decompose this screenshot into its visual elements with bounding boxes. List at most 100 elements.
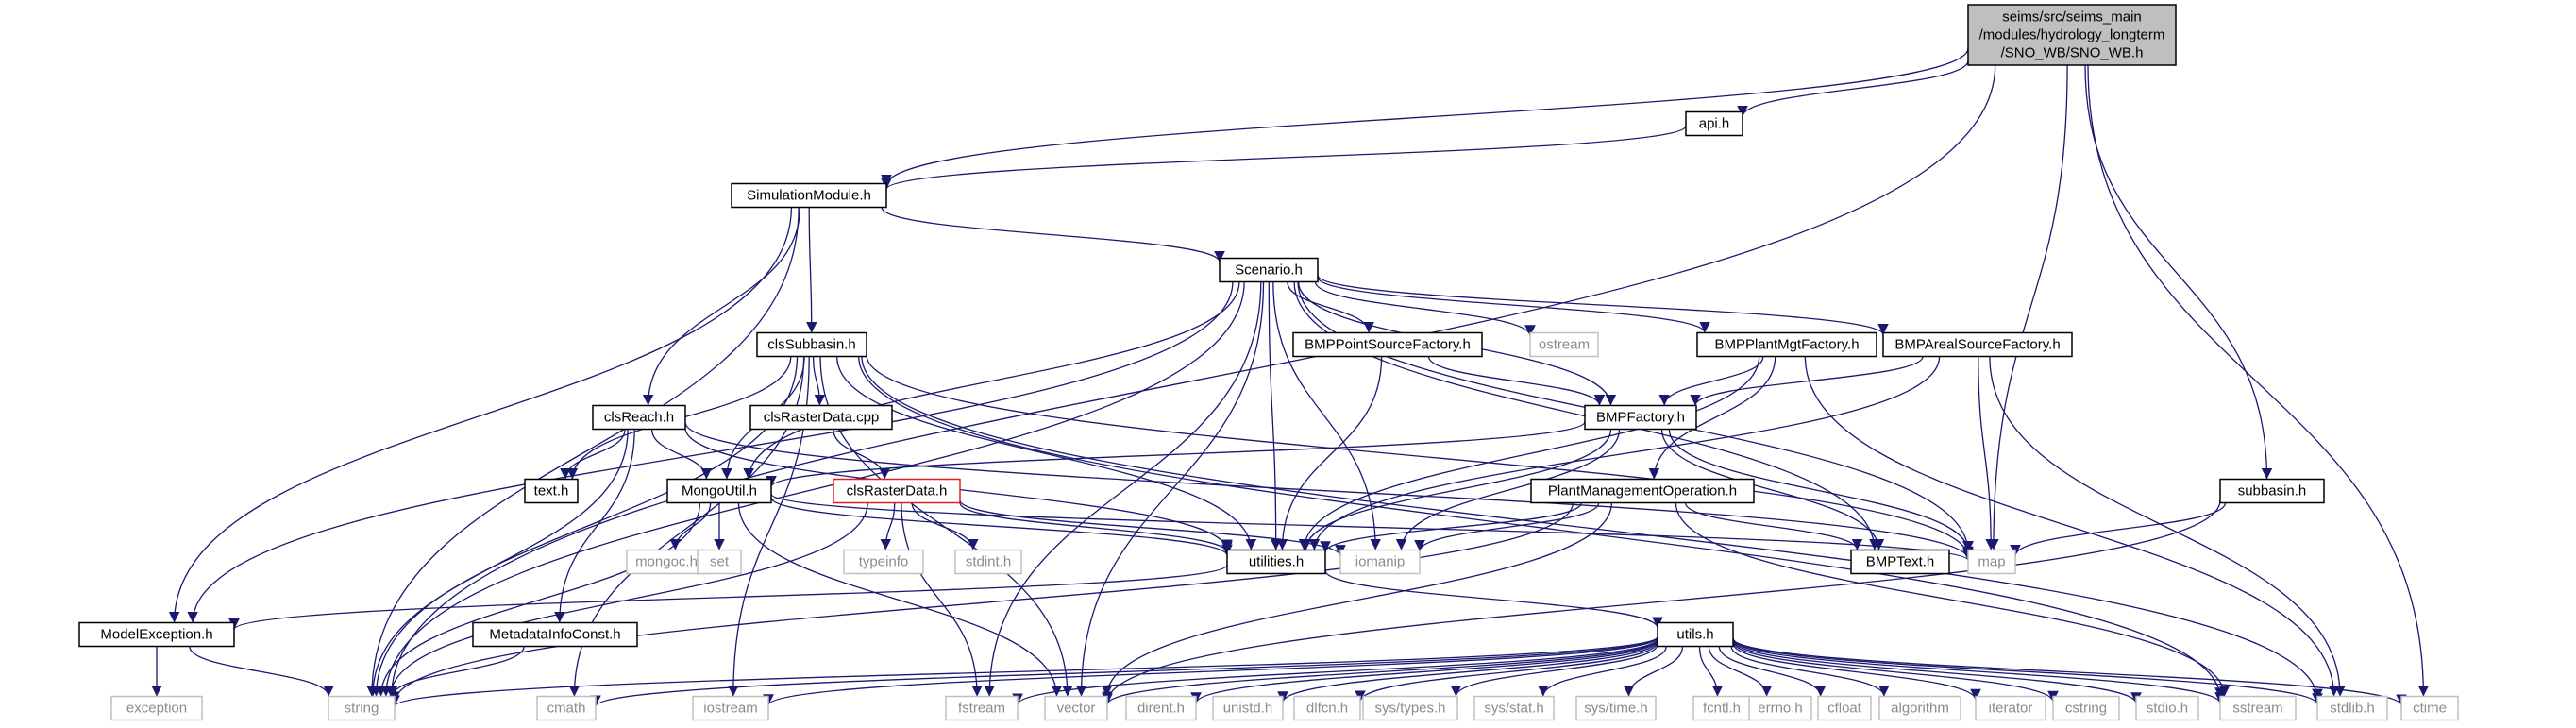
edge-mongo-to-util: [770, 497, 1233, 556]
node-systypes: sys/types.h: [1362, 695, 1458, 721]
node-box: [1125, 695, 1197, 721]
node-box: [1226, 549, 1326, 575]
node-label: ctime: [2413, 701, 2447, 717]
edge-utils-to-stdlib: [1732, 638, 2323, 705]
edge-bfac-to-bmptext: [1660, 429, 1885, 550]
node-label: ostream: [1539, 337, 1590, 353]
node-box: [2219, 478, 2325, 504]
node-iomanip: iomanip: [1339, 549, 1421, 575]
edge-root-to-ctime: [2087, 64, 2430, 697]
edge-utils-to-sysstat: [1538, 646, 1667, 697]
node-scen[interactable]: Scenario.h: [1219, 257, 1319, 283]
edge-utils-to-sstream: [1732, 638, 2226, 704]
node-bmptext[interactable]: BMPText.h: [1850, 549, 1950, 575]
edge-utils-to-iostream: [763, 636, 1658, 706]
edge-reach-to-map: [684, 422, 1974, 560]
node-meta[interactable]: MetadataInfoConst.h: [472, 621, 638, 648]
edge-utils-to-algorithm: [1730, 646, 1890, 697]
edge-scen-to-bpmf: [1317, 277, 1710, 333]
node-box: [536, 695, 597, 721]
node-label: set: [710, 554, 730, 570]
edge-bpmf-to-stdlib: [1804, 356, 2340, 697]
node-label: sstream: [2232, 701, 2282, 717]
edge-root-to-api: [1737, 60, 1969, 117]
edge-sim-to-modexc: [168, 207, 793, 623]
node-modexc[interactable]: ModelException.h: [78, 621, 235, 648]
node-bpmf[interactable]: BMPPlantMgtFactory.h: [1696, 331, 1877, 358]
node-label: BMPArealSourceFactory.h: [1894, 337, 2060, 353]
node-label: Scenario.h: [1235, 262, 1303, 279]
node-box: [328, 695, 396, 721]
node-box: [731, 182, 887, 209]
node-label: SimulationModule.h: [747, 188, 871, 204]
edge-bfac-to-mongo: [766, 421, 1586, 488]
node-box: [697, 549, 742, 575]
node-box: [954, 549, 1022, 575]
node-label: cfloat: [1827, 701, 1862, 717]
node-box: [1692, 695, 1751, 721]
node-ostream: ostream: [1529, 331, 1599, 358]
node-label: clsSubbasin.h: [767, 337, 855, 353]
node-box: [756, 331, 867, 358]
node-box: [1967, 4, 2177, 66]
node-bfac[interactable]: BMPFactory.h: [1584, 404, 1697, 431]
node-subh[interactable]: subbasin.h: [2219, 478, 2325, 504]
node-box: [1530, 478, 1755, 504]
node-label: iomanip: [1355, 554, 1406, 570]
edge-utils-to-errno: [1708, 646, 1773, 697]
edge-utils-to-string: [389, 635, 1658, 707]
node-cstring: cstring: [2052, 695, 2120, 721]
node-basf[interactable]: BMPArealSourceFactory.h: [1882, 331, 2073, 358]
node-fcntl: fcntl.h: [1692, 695, 1751, 721]
node-label: stdlib.h: [2330, 701, 2375, 717]
node-label: errno.h: [1758, 701, 1803, 717]
node-label: clsRasterData.cpp: [764, 410, 880, 426]
node-rdh[interactable]: clsRasterData.h: [833, 478, 961, 504]
edge-utils-to-dirent: [1190, 639, 1658, 704]
node-systime: sys/time.h: [1575, 695, 1657, 721]
edge-sub-to-stdlib: [861, 356, 2323, 701]
edge-sub-to-rdcpp: [812, 356, 826, 406]
node-box: [2052, 695, 2120, 721]
node-rdcpp[interactable]: clsRasterData.cpp: [749, 404, 893, 431]
node-mongo[interactable]: MongoUtil.h: [666, 478, 772, 504]
edge-rdh-to-typeinfo: [880, 502, 896, 550]
node-errno: errno.h: [1748, 695, 1812, 721]
node-sub[interactable]: clsSubbasin.h: [756, 331, 867, 358]
edge-basf-to-map: [1978, 356, 1997, 550]
edge-bpsf-to-util: [1276, 356, 1383, 550]
node-label: BMPPlantMgtFactory.h: [1714, 337, 1859, 353]
edge-sim-to-reach: [642, 207, 801, 406]
node-dlfcn: dlfcn.h: [1293, 695, 1361, 721]
edge-meta-to-string: [387, 646, 525, 697]
node-bpsf[interactable]: BMPPointSourceFactory.h: [1292, 331, 1483, 358]
node-box: [749, 404, 893, 431]
node-box: [1292, 331, 1483, 358]
edge-rdh-to-fstream: [901, 502, 983, 697]
node-util[interactable]: utilities.h: [1226, 549, 1326, 575]
node-reach[interactable]: clsReach.h: [592, 404, 686, 431]
node-label: sys/types.h: [1374, 701, 1445, 717]
node-iostream: iostream: [692, 695, 769, 721]
node-label: stdint.h: [966, 554, 1011, 570]
node-label: cmath: [547, 701, 586, 717]
node-box: [1473, 695, 1555, 721]
node-box: [472, 621, 638, 648]
node-box: [1817, 695, 1872, 721]
node-api[interactable]: api.h: [1685, 110, 1743, 137]
node-box: [1219, 257, 1319, 283]
node-texth[interactable]: text.h: [524, 478, 579, 504]
node-pmo[interactable]: PlantManagementOperation.h: [1530, 478, 1755, 504]
node-iterator: iterator: [1975, 695, 2046, 721]
node-sim[interactable]: SimulationModule.h: [731, 182, 887, 209]
edge-rdh-to-stdint: [911, 502, 979, 550]
edge-scen-to-util: [1268, 281, 1282, 550]
edge-bfac-to-util: [1300, 429, 1612, 550]
node-sstream: sstream: [2219, 695, 2297, 721]
edge-root-to-string: [386, 64, 1996, 697]
node-box: [2219, 695, 2297, 721]
node-root[interactable]: seims/src/seims_main/modules/hydrology_l…: [1967, 4, 2177, 66]
node-label: ModelException.h: [100, 627, 212, 643]
node-box: [1850, 549, 1950, 575]
node-utils[interactable]: utils.h: [1657, 621, 1734, 648]
